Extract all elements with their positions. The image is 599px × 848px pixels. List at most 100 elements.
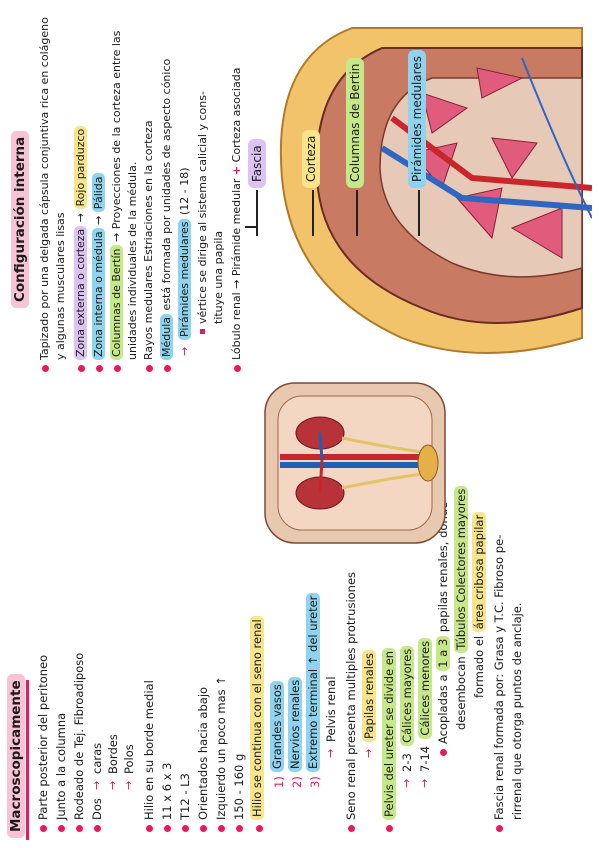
intern-line: Zona interna o médula → Pálida xyxy=(92,173,106,360)
macro-line: Orientados hacia abajo xyxy=(196,686,210,820)
bullet xyxy=(234,365,241,372)
bullet xyxy=(236,825,243,832)
intern-line: Columnas de Bertín → Proyecciones de la … xyxy=(110,31,124,360)
bullet xyxy=(386,825,393,832)
macro-line: Nervios renales xyxy=(288,676,302,772)
arrow-icon: → xyxy=(362,748,375,758)
title-underline xyxy=(26,680,29,840)
macro-line-part: Acopladas a xyxy=(436,674,450,744)
macro-line-part: Extremo terminal xyxy=(306,668,320,769)
bullet xyxy=(58,825,65,832)
macro-line-text: Cálices mayores xyxy=(400,645,414,746)
macro-line-text: Nervios renales xyxy=(288,676,302,772)
macro-line: Junto a la columna xyxy=(54,712,68,820)
arrow-icon: → xyxy=(324,748,337,758)
macro-line: desembocan Túbulos Colectores mayores xyxy=(454,485,468,730)
section-title-macro: Macroscopicamente xyxy=(7,674,25,838)
arrow-icon: → xyxy=(106,780,119,790)
macro-line-text: Túbulos Colectores mayores xyxy=(454,485,468,653)
bullet xyxy=(200,825,207,832)
intern-line-text: Zona interna o médula xyxy=(92,228,105,360)
macro-line: Bordes xyxy=(106,734,120,774)
section-title-intern: Configuración interna xyxy=(11,130,29,308)
macro-line: Pelvis renal xyxy=(324,676,338,742)
macro-line-text: Papilas renales xyxy=(362,650,376,742)
intern-line-part: Pirámide medular xyxy=(230,178,243,277)
macro-line: caras xyxy=(90,742,104,774)
leader-line xyxy=(356,190,358,236)
leader-line xyxy=(256,190,258,236)
intern-title-text: Configuración interna xyxy=(11,130,29,308)
list-number: 1) xyxy=(272,776,286,788)
macro-line: Rodeado de Tej. Fibroadiposo xyxy=(72,652,86,820)
macro-line-text: área cribosa papilar xyxy=(472,511,486,633)
intern-line-text: Pálida xyxy=(92,173,105,213)
bullet xyxy=(496,825,503,832)
macro-line: formado el área cribosa papilar xyxy=(472,511,486,698)
arrow-icon: → xyxy=(400,778,413,788)
bullet xyxy=(78,365,85,372)
bullet xyxy=(42,365,49,372)
macro-line: T12 - L3 xyxy=(178,773,192,820)
body-anatomy-illustration xyxy=(264,382,446,544)
plus-icon: + xyxy=(230,165,243,176)
intern-line: Lóbulo renal → Pirámide medular + Cortez… xyxy=(230,67,243,360)
arrow-icon: → xyxy=(178,346,191,356)
macro-line: 150 - 160 g xyxy=(232,753,246,820)
up-arrow-icon: ↑ xyxy=(214,676,228,686)
bullet xyxy=(114,365,121,372)
macro-line-text: Izquierdo un poco mas xyxy=(214,689,228,820)
macro-line: Extremo terminal ↑ del ureter xyxy=(306,592,320,772)
bullet xyxy=(164,365,171,372)
intern-line-part: está formada por unidades de aspecto cón… xyxy=(160,58,173,311)
intern-line-text: Pirámides medulares xyxy=(178,218,191,340)
macro-line: Fascia renal formada por: Grasa y T.C. F… xyxy=(492,534,506,820)
intern-line-text: Columnas de Bertín xyxy=(110,245,123,360)
macro-line: Hilio se continua con el seno renal xyxy=(250,616,264,820)
intern-line: unidades individuales de la médula. xyxy=(126,161,139,360)
intern-line: Zona externa o corteza → Rojo parduzco xyxy=(74,125,88,360)
intern-line-part: Proyecciones de la corteza entre las xyxy=(110,30,123,230)
bullet xyxy=(96,365,103,372)
macro-line: Polos xyxy=(122,744,136,774)
bullet xyxy=(200,329,205,334)
up-arrow-icon: ↑ xyxy=(306,655,320,666)
bullet xyxy=(256,825,263,832)
intern-line: y algunas musculares lisas xyxy=(54,212,67,360)
macro-line: Parte posterior del peritoneo xyxy=(36,654,50,820)
intern-line: vértice se dirige al sistema calicial y … xyxy=(196,91,209,324)
label-corteza: Corteza xyxy=(302,129,320,188)
arrow-icon: → xyxy=(90,780,103,790)
bullet xyxy=(94,825,101,832)
arrow-icon: → xyxy=(122,780,135,790)
label-columnas-bertin: Columnas de Bertin xyxy=(346,57,364,188)
macro-line: rirrenal que otorga puntos de anclaje. xyxy=(510,602,524,820)
arrow-icon: → xyxy=(418,778,431,788)
macro-line-part: del ureter xyxy=(306,595,320,652)
macro-line: Dos xyxy=(90,798,104,820)
macro-line: Hilio en su borde medial xyxy=(142,680,156,820)
macro-line-text: Hilio se continua con el seno renal xyxy=(250,616,264,820)
macro-line-part: desembocan xyxy=(454,656,468,730)
label-fascia: Fascia xyxy=(248,139,266,188)
leader-line xyxy=(418,190,420,236)
bullet xyxy=(164,825,171,832)
bullet xyxy=(40,825,47,832)
intern-line: Tapizado por una delgada cápsula conjunt… xyxy=(38,17,51,360)
macro-line-text: Pelvis del ureter se divide en xyxy=(382,647,396,820)
macro-line-part: 7-14 xyxy=(418,745,432,772)
bullet xyxy=(146,365,153,372)
intern-line-part: Corteza asociada xyxy=(230,67,243,163)
bullet xyxy=(76,825,83,832)
macro-line: 11 x 6 x 3 xyxy=(160,762,174,821)
bullet xyxy=(348,825,355,832)
macro-line: Izquierdo un poco mas ↑ xyxy=(214,676,228,820)
macro-line-text: Cálices menores xyxy=(418,637,432,739)
intern-line-text: Médula xyxy=(160,313,173,360)
intern-line-part: (12 - 18) xyxy=(178,167,191,216)
bullet xyxy=(146,825,153,832)
macro-title-text: Macroscopicamente xyxy=(7,674,25,838)
list-number: 2) xyxy=(290,776,304,788)
macro-line-text: 1 a 3 xyxy=(436,635,450,671)
